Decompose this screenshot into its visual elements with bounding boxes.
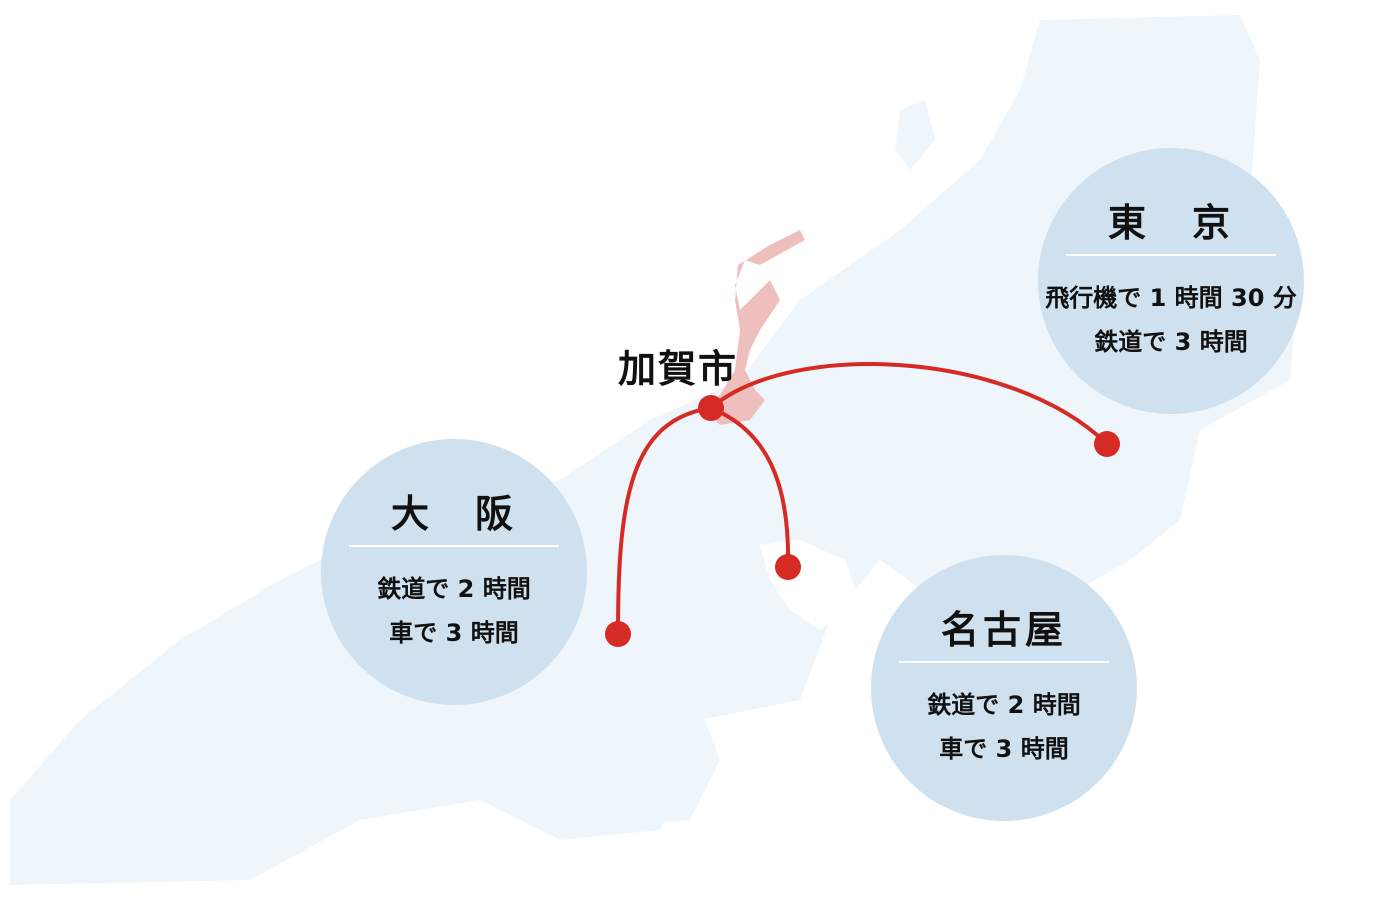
city-name: 名古屋	[940, 608, 1067, 652]
osaka-marker	[605, 621, 631, 647]
city-name: 大 阪	[390, 492, 517, 536]
origin-label: 加賀市	[618, 347, 739, 391]
land-honshu	[10, 15, 1300, 885]
kaga-region-highlight	[705, 230, 805, 425]
land-south	[570, 660, 720, 830]
travel-time: 車で 3 時間	[389, 619, 519, 647]
route-to-tokyo	[709, 362, 1109, 446]
nagoya-marker	[775, 554, 801, 580]
divider	[899, 661, 1109, 663]
nagoya-bubble: 名古屋 鉄道で 2 時間 車で 3 時間	[871, 555, 1137, 821]
city-name: 東 京	[1107, 201, 1234, 245]
travel-time: 飛行機で 1 時間 30 分	[1045, 284, 1297, 312]
land-sado	[895, 100, 935, 170]
kaga-marker	[698, 395, 724, 421]
divider	[349, 545, 559, 547]
tokyo-marker	[1094, 431, 1120, 457]
osaka-bubble: 大 阪 鉄道で 2 時間 車で 3 時間	[321, 439, 587, 705]
travel-time: 鉄道で 2 時間	[377, 575, 531, 603]
divider	[1066, 254, 1276, 256]
travel-time: 車で 3 時間	[939, 735, 1069, 763]
route-to-nagoya	[710, 406, 791, 568]
tokyo-bubble: 東 京 飛行機で 1 時間 30 分 鉄道で 3 時間	[1038, 148, 1304, 414]
route-to-osaka	[616, 406, 712, 635]
travel-time: 鉄道で 3 時間	[1094, 328, 1248, 356]
travel-time: 鉄道で 2 時間	[927, 691, 1081, 719]
